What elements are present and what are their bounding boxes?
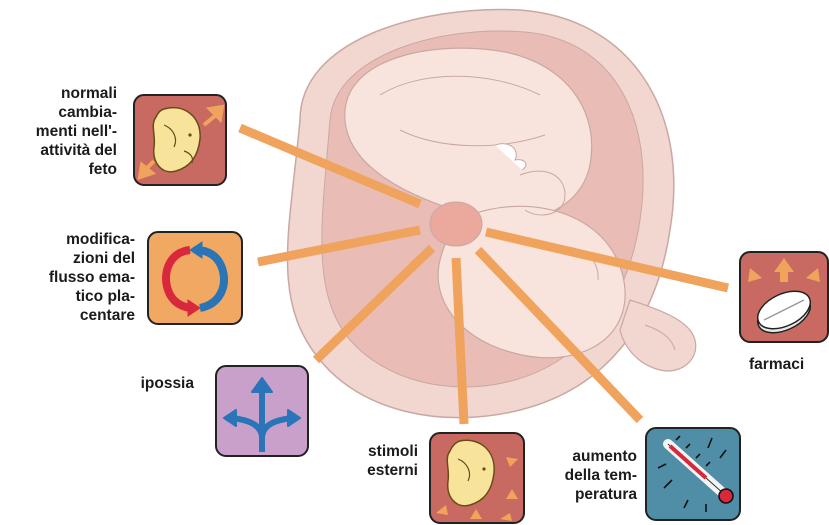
fetal-activity-tile	[134, 95, 226, 185]
label-placental-flow: modifica- zioni del flusso ema- tico pla…	[49, 230, 135, 325]
label-temperature: aumento della tem- peratura	[565, 447, 637, 504]
drugs-tile	[740, 252, 828, 342]
placental-flow-tile	[148, 232, 242, 324]
label-fetal-activity: normali cambia- menti nell'- attività de…	[36, 84, 117, 179]
uterus-illustration	[288, 10, 696, 418]
temperature-tile	[646, 428, 740, 520]
label-drugs: farmaci	[749, 355, 804, 374]
placenta-shape	[430, 202, 482, 246]
external-stimuli-tile	[430, 433, 524, 523]
hypoxia-tile	[216, 366, 308, 456]
label-external-stimuli: stimoli esterni	[367, 442, 418, 480]
label-hypoxia: ipossia	[141, 374, 194, 393]
